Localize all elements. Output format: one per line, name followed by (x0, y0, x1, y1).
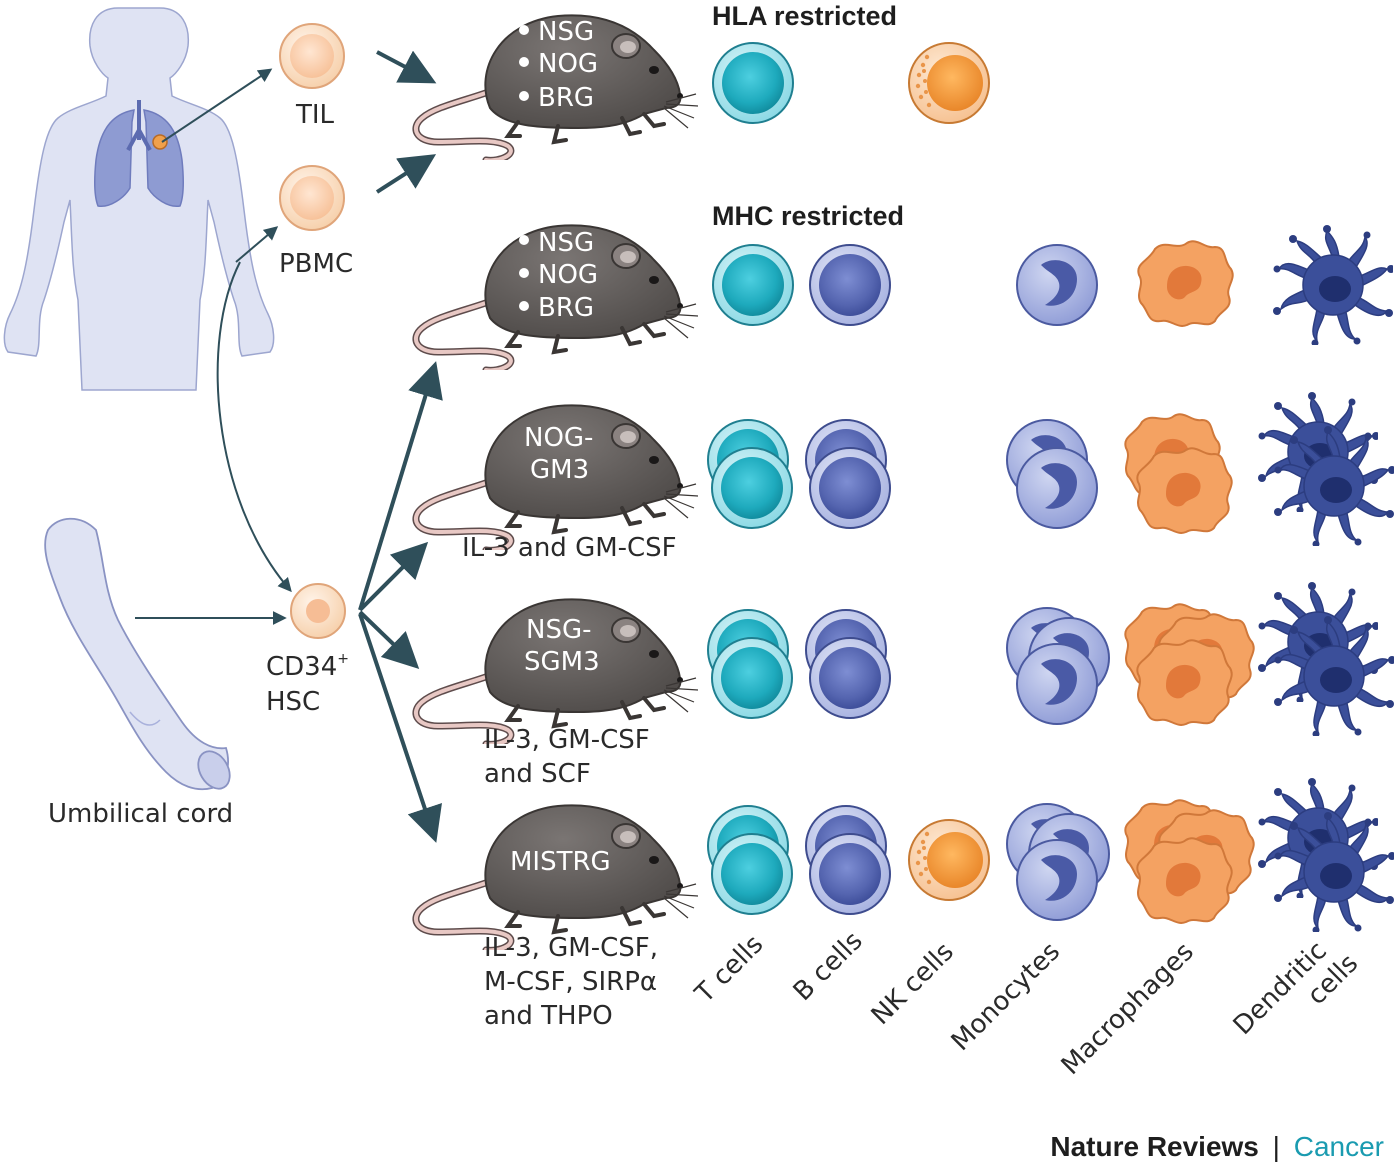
cytokines-row5-3: and THPO (484, 1001, 613, 1031)
label-b-cells: B cells (788, 926, 869, 1007)
label-t-cells: T cells (689, 929, 769, 1009)
b-cell-icon (809, 637, 891, 719)
pbmc-label: PBMC (279, 249, 353, 279)
label-monocytes: Monocytes (946, 937, 1066, 1057)
strain-brg: BRG (538, 293, 594, 323)
b-cell-icon (809, 833, 891, 915)
cytokines-row4-2: and SCF (484, 759, 591, 789)
mouse-arrows (358, 50, 443, 843)
journal-credit: Nature Reviews | Cancer (1050, 1131, 1384, 1162)
label-macrophages: Macrophages (1056, 937, 1200, 1081)
macrophage-icon (1136, 837, 1233, 924)
cytokines-row5: IL-3, GM-CSF, (484, 933, 658, 963)
strain-nog: NOG (538, 260, 598, 290)
strain-nog-gm3: NOG- (524, 423, 593, 453)
label-nk-cells: NK cells (866, 937, 960, 1031)
strain-brg: BRG (538, 83, 594, 113)
nk-cell-icon (908, 42, 990, 124)
cytokines-row4: IL-3, GM-CSF (484, 725, 650, 755)
t-cell-icon (711, 447, 793, 529)
macrophage-icon (1136, 639, 1233, 726)
journal-section: Cancer (1294, 1131, 1384, 1162)
monocyte-icon (1016, 244, 1098, 326)
til-label: TIL (295, 100, 335, 130)
strain-nog-gm3-2: GM3 (530, 455, 589, 485)
cell-type-labels: T cells B cells NK cells Monocytes Macro… (689, 926, 1364, 1081)
human-body-icon (3, 7, 275, 391)
journal-name: Nature Reviews (1050, 1131, 1259, 1162)
dendritic-cell-icon (1273, 225, 1393, 345)
hsc-label-2: HSC (266, 687, 320, 717)
t-cell-icon (712, 42, 794, 124)
strain-nsg-sgm3: NSG- (526, 615, 591, 645)
hsc-label: CD34+ (266, 651, 349, 682)
mouse-icon (416, 805, 698, 950)
monocyte-icon (1016, 839, 1098, 921)
t-cell-icon (711, 637, 793, 719)
umbilical-cord-label: Umbilical cord (48, 799, 233, 829)
b-cell-icon (809, 447, 891, 529)
b-cell-icon (809, 244, 891, 326)
row2-strains: NSG NOG BRG (519, 228, 598, 323)
til-cell-icon (279, 23, 345, 89)
strain-nsg-sgm3-2: SGM3 (524, 647, 600, 677)
hla-restricted-header: HLA restricted (712, 1, 897, 31)
hsc-cell-icon (290, 583, 346, 639)
t-cell-icon (711, 833, 793, 915)
monocyte-icon (1016, 447, 1098, 529)
umbilical-cord-icon (44, 517, 231, 791)
journal-separator: | (1273, 1131, 1280, 1162)
mhc-restricted-header: MHC restricted (712, 201, 904, 231)
pbmc-cell-icon (279, 165, 345, 231)
cytokines-row3: IL-3 and GM-CSF (462, 533, 677, 563)
strain-mistrg: MISTRG (510, 847, 611, 877)
cytokines-row5-2: M-CSF, SIRPα (484, 967, 657, 997)
t-cell-icon (712, 244, 794, 326)
strain-nsg: NSG (538, 228, 594, 258)
monocyte-icon (1016, 643, 1098, 725)
nk-cell-icon (908, 819, 990, 901)
strain-nsg: NSG (538, 17, 594, 47)
macrophage-icon (1136, 447, 1233, 534)
strain-nog: NOG (538, 49, 598, 79)
source-arrows (135, 68, 292, 625)
row1-strains: NSG NOG BRG (519, 17, 598, 113)
macrophage-icon (1137, 240, 1234, 327)
